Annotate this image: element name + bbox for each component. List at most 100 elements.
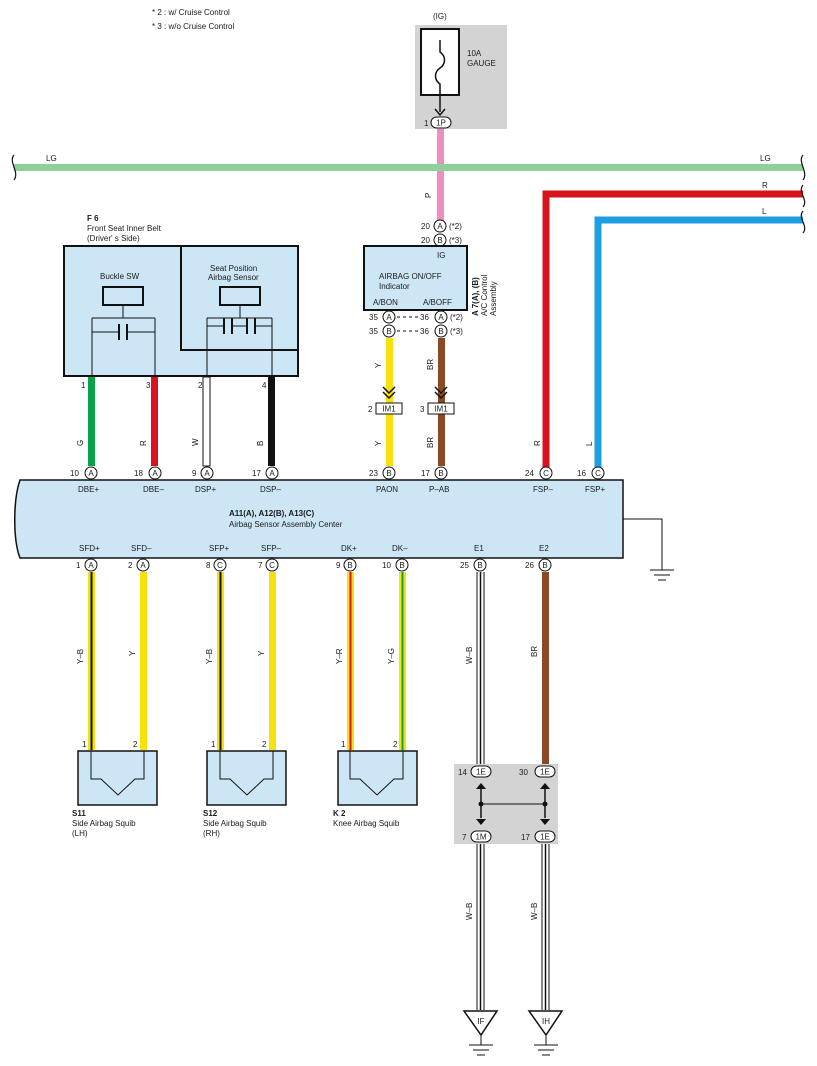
wire-p-label: P: [424, 193, 433, 198]
ecu-bottom-pin: 9 B: [336, 558, 357, 572]
ecu-pin-number: 23: [369, 469, 378, 478]
ecu-pin-number: 24: [525, 469, 534, 478]
ecu-connector: [591, 466, 605, 480]
break-icon: [11, 154, 17, 181]
ind-side-label: A 7(A), (B) A/C Control Assembly: [471, 274, 498, 316]
wire-label: W–B: [465, 903, 474, 920]
wire-r-dbe: [151, 377, 158, 466]
junction-connector-label: 1E: [476, 768, 486, 777]
wire-w: [202, 376, 211, 467]
ecu-name: Airbag Sensor Assembly Center: [229, 520, 343, 529]
ecu-top-pin: 23 B: [369, 466, 396, 480]
ecu-connector: [148, 466, 162, 480]
ind-pin-a1: 35: [369, 313, 378, 322]
ind-conn-b2: [434, 324, 448, 338]
ecu-bottom-pin: 26 B: [525, 558, 552, 572]
squib-icon: [219, 751, 274, 796]
ecu-top-pin: 10 A: [70, 466, 98, 480]
wire-br-pab: [438, 338, 445, 466]
ind-conn-a2: [382, 324, 396, 338]
ecu-connector-label: B: [542, 561, 547, 570]
junction-pin: 14: [458, 768, 467, 777]
squib-pin: 1: [341, 740, 346, 749]
ecu-pin-name: E2: [539, 544, 549, 553]
squib-s12: 1 2 S12 Side Airbag Squib (RH): [203, 740, 287, 838]
ecu-pin-number: 9: [336, 561, 341, 570]
ecu-connector: [473, 558, 487, 572]
ecu-connector: [213, 558, 227, 572]
ecu-connector: [265, 558, 279, 572]
ind-pin-top2: 20: [421, 236, 430, 245]
ind-conn-top2-label: B: [437, 236, 442, 245]
wire-l-label: L: [585, 441, 594, 446]
ind-aboff-label: A/BOFF: [423, 298, 452, 307]
ecu-box: [14, 479, 624, 559]
ind-conn-a2-label: B: [386, 327, 391, 336]
ecu-connector-label: C: [217, 561, 223, 570]
ecu-top-pin: 16 C: [577, 466, 605, 480]
ecu-connector: [382, 466, 396, 480]
f6-name2: (Driver' s Side): [87, 234, 140, 243]
ecu-pin-name: DBE+: [78, 485, 99, 494]
ecu-ground-lead: [623, 518, 663, 570]
wire-g-label: G: [76, 440, 85, 446]
wire-r-dbe-label: R: [139, 440, 148, 446]
junction-pin: 17: [521, 833, 530, 842]
junction-arrow-icon: [476, 819, 486, 825]
ind-conn-top1: [433, 219, 447, 233]
junction-node: [478, 801, 484, 807]
ind-abon-label: A/BON: [373, 298, 398, 307]
squib-side: (RH): [203, 829, 220, 838]
squib-icon: [349, 751, 404, 796]
im1-arrow-icon: [434, 386, 448, 395]
wire-label: Y–B: [76, 649, 85, 664]
buckle-sw-label: Buckle SW: [100, 272, 140, 281]
ecu-pin-name: DSP–: [260, 485, 281, 494]
ecu-connector: [200, 466, 214, 480]
ind-note-b1: (*2): [450, 313, 463, 322]
ecu-pin-number: 7: [258, 561, 263, 570]
ecu-pin-number: 17: [252, 469, 261, 478]
ecu-pin-name: DK+: [341, 544, 357, 553]
junction-pin: 7: [462, 833, 467, 842]
squib-side: (LH): [72, 829, 88, 838]
squib-pin: 2: [262, 740, 267, 749]
ecu-bottom-pin: 8 C: [206, 558, 227, 572]
ecu-pin-number: 10: [382, 561, 391, 570]
ecu-bottom-pin: 7 C: [258, 558, 279, 572]
im1-pin-br: 3: [420, 405, 425, 414]
ecu-connector-label: B: [347, 561, 352, 570]
squib-pin: 2: [133, 740, 138, 749]
ind-note-b2: (*3): [450, 327, 463, 336]
ecu-top-pin: 17 B: [421, 466, 448, 480]
ecu-pin-name: DSP+: [195, 485, 216, 494]
break-icon: [800, 154, 806, 181]
wire-b-label: B: [256, 441, 265, 446]
seatpos-label2: Airbag Sensor: [208, 273, 259, 282]
ecu-connector-label: C: [543, 469, 549, 478]
ecu-connector-label: B: [399, 561, 404, 570]
ecu-connector: [343, 558, 357, 572]
ecu-pin-name: E1: [474, 544, 484, 553]
wire-w-label: W: [191, 438, 200, 446]
ecu-bottom-pin: 2 A: [128, 558, 150, 572]
wire-label: BR: [530, 646, 539, 657]
indicator-box: [363, 245, 468, 311]
junction-pin: 30: [519, 768, 528, 777]
ecu-connector: [84, 466, 98, 480]
ecu-pin-number: 25: [460, 561, 469, 570]
ecu-connector: [265, 466, 279, 480]
fuse-name-line2: GAUGE: [467, 59, 496, 68]
ecu-connector-label: B: [386, 469, 391, 478]
bus-lg-right-label: LG: [760, 154, 771, 163]
ind-conn-a1: [382, 310, 396, 324]
junction-node: [542, 801, 548, 807]
wire-y-paon: [386, 338, 393, 466]
ind-pin-a2: 35: [369, 327, 378, 336]
squib-code: K 2: [333, 809, 346, 818]
f6-pin-4: 4: [262, 381, 267, 390]
im1-conn-y: [375, 402, 403, 415]
junction-connector-label: 1E: [540, 833, 550, 842]
ecu-connector: [434, 466, 448, 480]
ind-pin-top1: 20: [421, 222, 430, 231]
